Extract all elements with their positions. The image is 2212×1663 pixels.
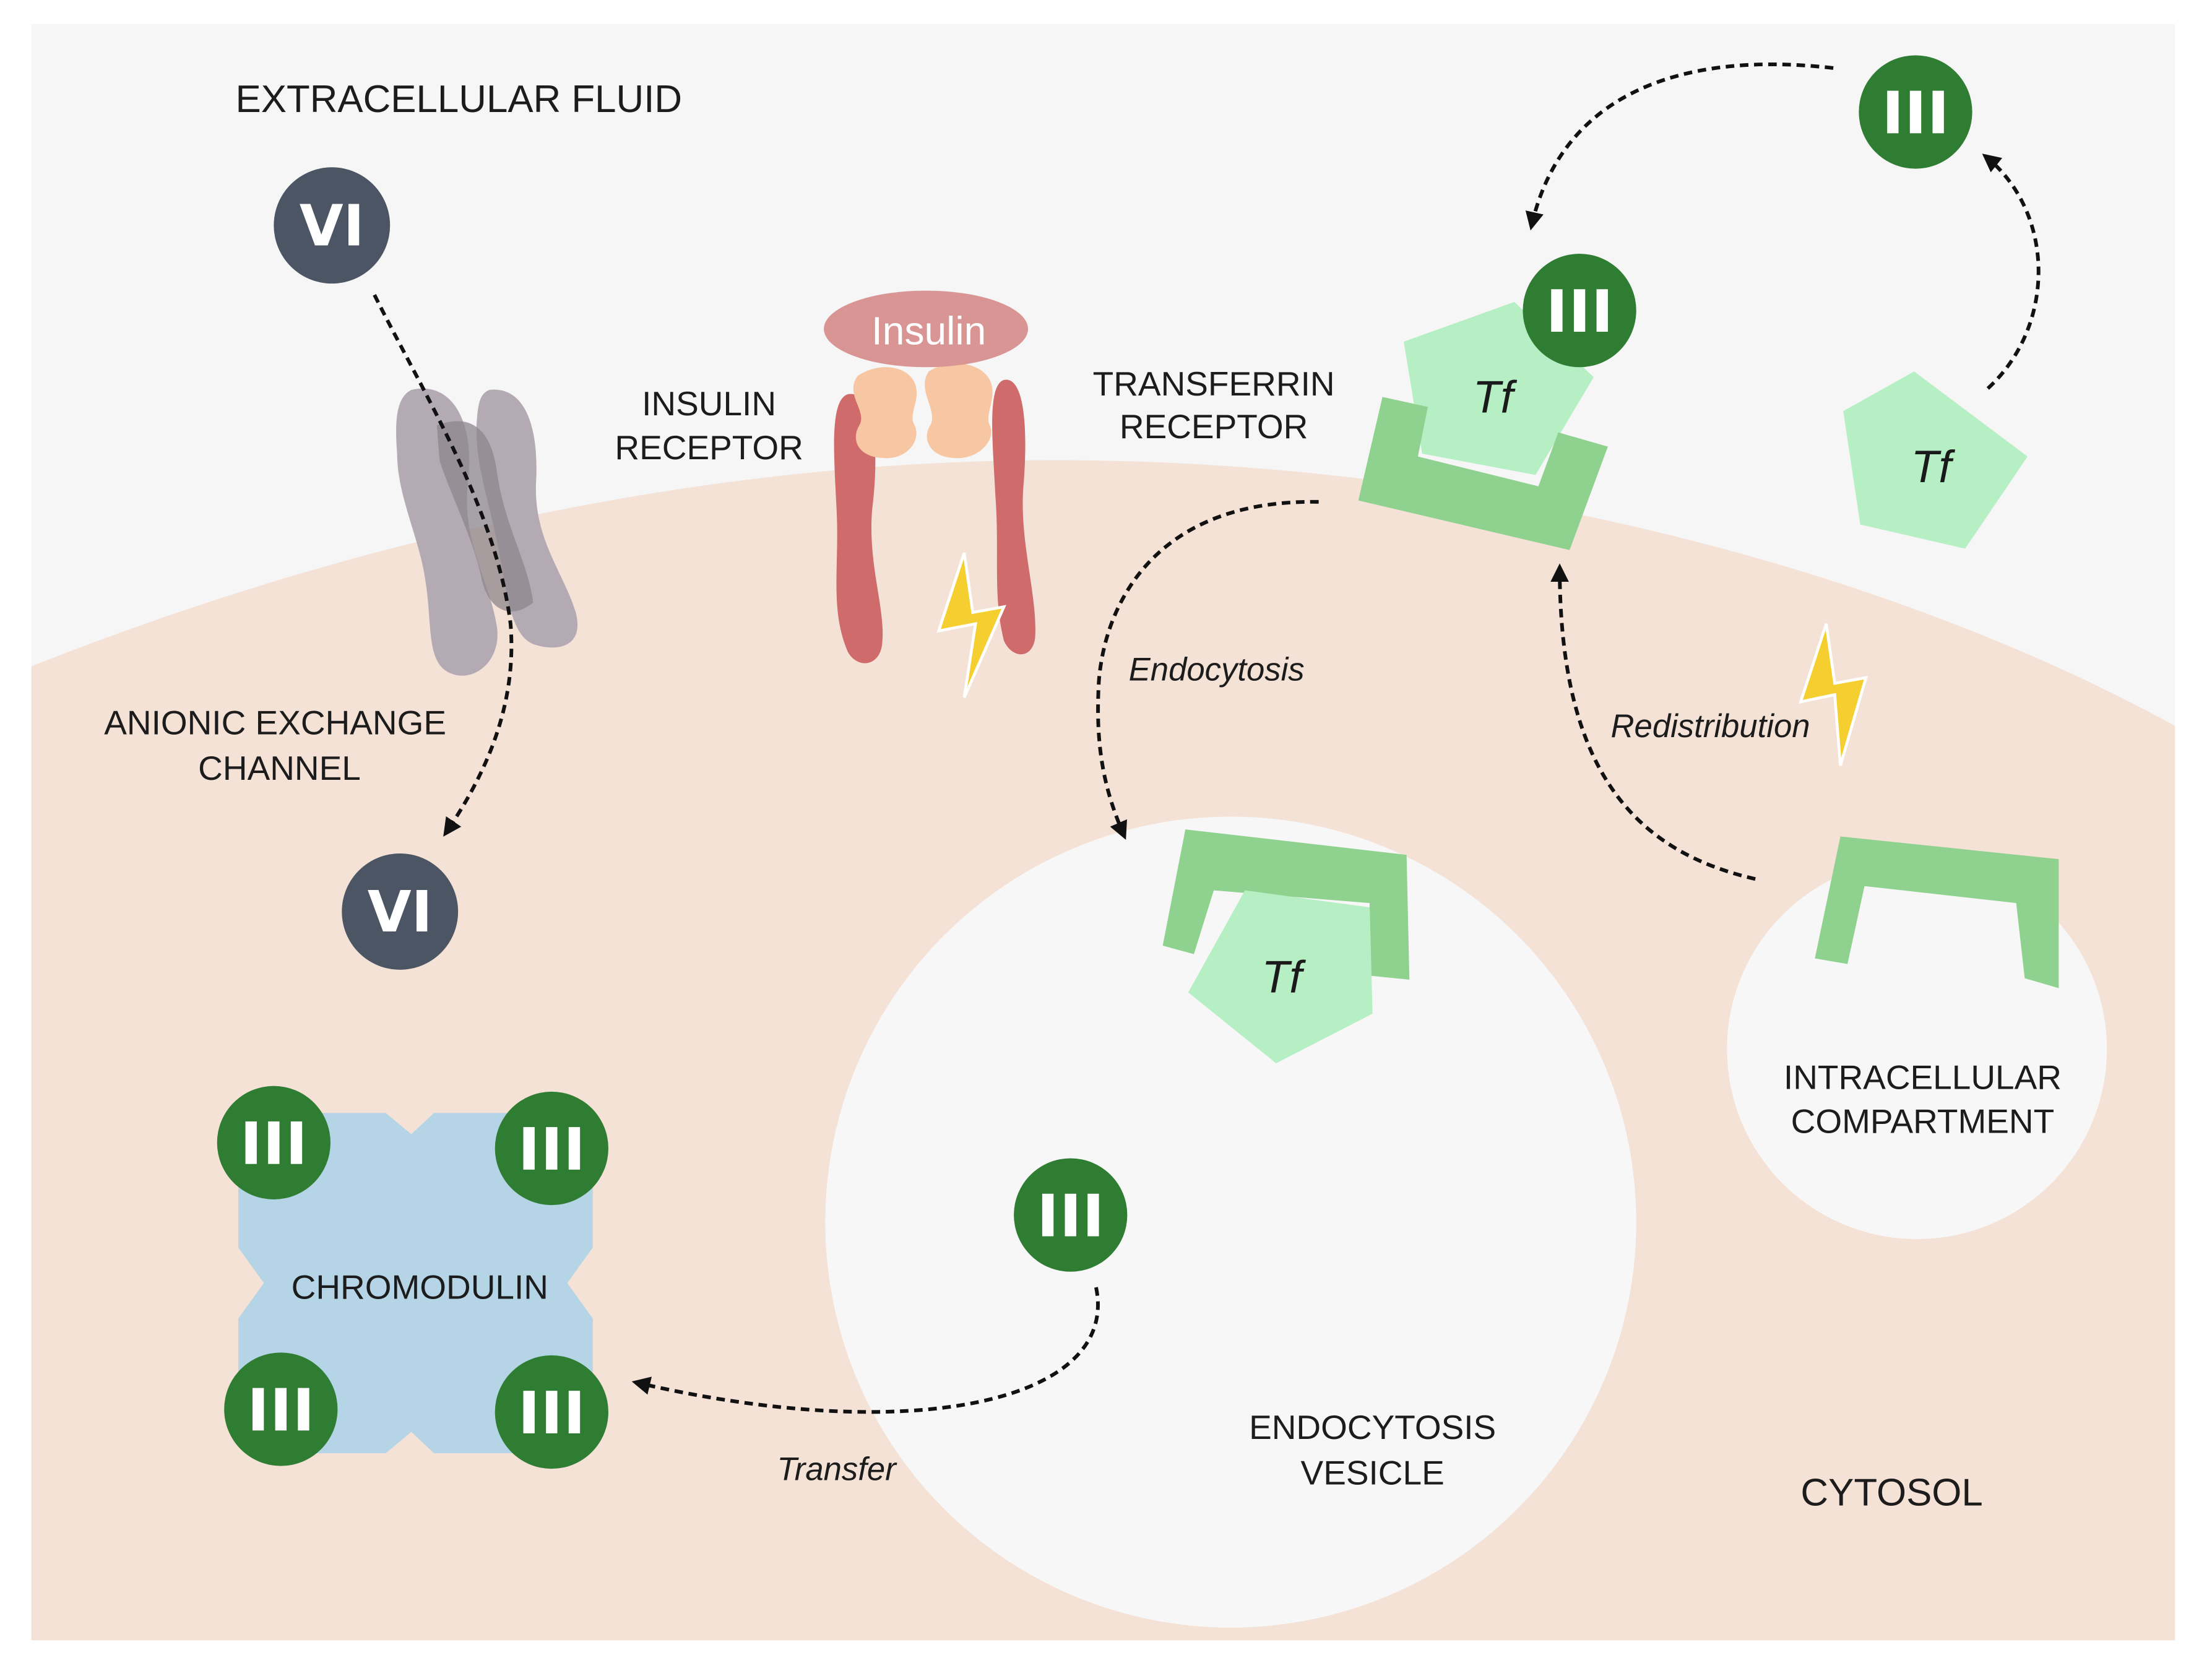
chromodulin xyxy=(238,1113,593,1453)
channel-label-line2: CHANNEL xyxy=(198,749,361,787)
chromodulin-label: CHROMODULIN xyxy=(292,1268,548,1306)
vesicle-label-line1: ENDOCYTOSIS xyxy=(1249,1408,1496,1446)
insulin: Insulin xyxy=(824,290,1029,368)
insulin-receptor-label-line1: INSULIN xyxy=(642,384,776,423)
vanadium-ion-label: VI xyxy=(368,879,433,945)
transfer-label: Transfer xyxy=(777,1451,898,1487)
extracellular-fluid-label: EXTRACELLULAR FLUID xyxy=(236,78,683,121)
cytosol-label: CYTOSOL xyxy=(1800,1472,1982,1514)
transferrin-receptor-label-line2: RECEPTOR xyxy=(1120,407,1308,446)
channel-label-line1: ANIONIC EXCHANGE xyxy=(104,704,446,742)
recycling-arrow-up xyxy=(1982,153,2041,390)
transferrin-label: Tf xyxy=(1261,951,1306,1002)
chromium-ion-chromodulin-2 xyxy=(495,1091,608,1206)
redistribution-label: Redistribution xyxy=(1610,708,1810,745)
chromium-ion-vesicle xyxy=(1014,1158,1128,1272)
compartment-label-line2: COMPARTMENT xyxy=(1791,1102,2055,1140)
compartment-label-line1: INTRACELLULAR xyxy=(1784,1058,2062,1096)
vesicle-label-line2: VESICLE xyxy=(1301,1453,1445,1492)
vanadium-ion-intracellular: VI xyxy=(342,853,459,970)
transferrin-receptor-label-line1: TRANSFERRIN xyxy=(1093,365,1335,403)
anionic-exchange-channel xyxy=(396,388,578,676)
insulin-receptor xyxy=(834,363,1035,698)
recycling-arrow-back xyxy=(1525,63,1834,231)
lightning-icon xyxy=(936,552,1006,698)
chromium-ion-chromodulin-4 xyxy=(495,1355,608,1469)
insulin-label: Insulin xyxy=(871,309,986,353)
transferrin-label: Tf xyxy=(1911,441,1956,492)
vanadium-ion-extracellular: VI xyxy=(274,167,391,284)
redistribution-arrow xyxy=(1550,563,1756,881)
vanadium-ion-label: VI xyxy=(300,192,365,259)
vanadium-entry-arrow xyxy=(373,294,514,837)
chromium-ion-on-transferrin xyxy=(1523,254,1636,368)
endocytosis-vesicle xyxy=(825,816,1636,1628)
transferrin-receptor-membrane xyxy=(1358,397,1608,550)
endocytosis-label: Endocytosis xyxy=(1129,652,1305,688)
endocytosis-arrow xyxy=(1096,499,1319,840)
transferrin-receptor-vesicle xyxy=(1162,829,1410,980)
chromium-ion-chromodulin-3 xyxy=(224,1352,338,1466)
lightning-icon xyxy=(1799,623,1869,766)
chromium-ion-chromodulin-1 xyxy=(217,1086,331,1199)
transferrin-in-vesicle: Tf xyxy=(1188,890,1373,1064)
insulin-receptor-label-line2: RECEPTOR xyxy=(615,428,803,467)
chromium-ion-free xyxy=(1859,55,1972,169)
transferrin-receptor-compartment xyxy=(1815,836,2059,988)
transferrin-free: Tf xyxy=(1843,371,2028,549)
transfer-arrow xyxy=(631,1287,1100,1414)
transferrin-label: Tf xyxy=(1473,372,1518,423)
